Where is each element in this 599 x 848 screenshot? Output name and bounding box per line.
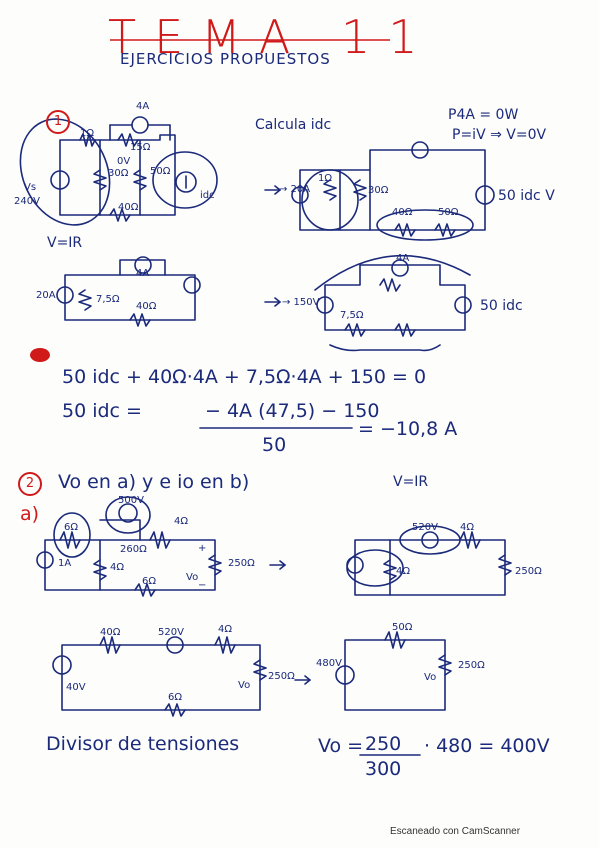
ex1-label-4a-b: 4A bbox=[136, 268, 150, 279]
ex2-label-4ohm-e: 4Ω bbox=[218, 624, 233, 635]
ex2-label-6ohm: 6Ω bbox=[64, 522, 79, 533]
ex1-badge: 1 bbox=[46, 110, 70, 134]
ex2-label-plus: + bbox=[198, 543, 207, 554]
ex1-circuit-step3 bbox=[264, 254, 472, 352]
ex1-label-50ohm-b: 50Ω bbox=[438, 207, 459, 218]
page-title: TEMA 11 bbox=[108, 10, 436, 64]
ex1-equation-2-den: 50 bbox=[262, 434, 287, 456]
ex2-label-250ohm: 250Ω bbox=[228, 558, 255, 569]
ex1-equation-2-num: − 4A (47,5) − 150 bbox=[205, 400, 380, 422]
ex1-label-idc: idc bbox=[200, 190, 215, 201]
ex2-part-a: a) bbox=[20, 503, 40, 525]
ex2-label-260ohm: 260Ω bbox=[120, 544, 147, 555]
ex2-label-250ohm-d: 250Ω bbox=[458, 660, 485, 671]
ex2-circuit-step1 bbox=[346, 525, 512, 596]
ex2-label-vo: Vo bbox=[186, 572, 199, 583]
ex2-label-6ohm-b: 6Ω bbox=[142, 576, 157, 587]
ex1-label-40ohm: 40Ω bbox=[118, 202, 139, 213]
ex1-note-vir: V=IR bbox=[47, 235, 83, 251]
ex2-label-4ohm-b: 4Ω bbox=[110, 562, 125, 573]
ex2-circuit-step2 bbox=[52, 636, 311, 717]
ex1-red-mark bbox=[30, 348, 50, 362]
ex2-label-40ohm: 40Ω bbox=[100, 627, 121, 638]
ex1-label-7-5ohm-b: 7,5Ω bbox=[340, 310, 364, 321]
ex2-divisor-den: 300 bbox=[365, 758, 402, 780]
ex1-label-4a-c: 4A bbox=[396, 253, 410, 264]
ex2-label-6ohm-c: 6Ω bbox=[168, 692, 183, 703]
ex1-step-arrow1: → 20A bbox=[279, 184, 311, 195]
ex2-circuit-original bbox=[36, 496, 286, 597]
ex2-label-4ohm-c: 4Ω bbox=[460, 522, 475, 533]
ex1-note-calcula: Calcula idc bbox=[255, 117, 332, 133]
ex1-label-0v: 0V bbox=[117, 156, 131, 167]
ex1-step-arrow2: → 150V bbox=[282, 297, 320, 308]
scanner-watermark: Escaneado con CamScanner bbox=[390, 826, 521, 837]
ex1-label-40ohm-b: 40Ω bbox=[392, 207, 413, 218]
ex2-label-480v: 480V bbox=[316, 658, 342, 669]
ex2-label-520v: 520V bbox=[412, 522, 438, 533]
ex2-label-minus: − bbox=[198, 580, 207, 591]
ex1-circuit-step2 bbox=[56, 256, 201, 327]
ex2-label-1a: 1A bbox=[58, 558, 72, 569]
ex2-label-40v: 40V bbox=[66, 682, 86, 693]
ex1-equation-2-lhs: 50 idc = bbox=[62, 400, 142, 422]
ex2-divisor-lhs: Vo = bbox=[318, 735, 364, 757]
ex2-divisor-label: Divisor de tensiones bbox=[46, 733, 240, 755]
ex1-label-40ohm-c: 40Ω bbox=[136, 301, 157, 312]
ex2-heading: Vo en a) y e io en b) bbox=[58, 471, 250, 493]
ex2-label-250ohm-c: 250Ω bbox=[268, 671, 295, 682]
ex1-label-50ohm: 50Ω bbox=[150, 166, 171, 177]
ex2-label-50ohm: 50Ω bbox=[392, 622, 413, 633]
page-subtitle: EJERCICIOS PROPUESTOS bbox=[120, 50, 331, 68]
ex1-label-1ohm: 1Ω bbox=[80, 128, 95, 139]
ex1-circuit-step1 bbox=[264, 141, 495, 241]
ex1-label-4a: 4A bbox=[136, 101, 150, 112]
ex2-label-4ohm-d: 4Ω bbox=[396, 566, 411, 577]
ex2-divisor-rhs: · 480 = 400V bbox=[424, 735, 550, 757]
ex1-label-15ohm: 15Ω bbox=[130, 142, 151, 153]
ex1-label-240v: 240V bbox=[14, 196, 40, 207]
ex2-circuit-step3 bbox=[335, 631, 452, 711]
ex2-label-250ohm-b: 250Ω bbox=[515, 566, 542, 577]
ex1-label-vs-name: Vs bbox=[24, 182, 37, 193]
ex1-equation-1: 50 idc + 40Ω·4A + 7,5Ω·4A + 150 = 0 bbox=[62, 366, 427, 388]
ex2-label-vo-b: Vo bbox=[238, 680, 251, 691]
ex1-label-1ohm-b: 1Ω bbox=[318, 173, 333, 184]
ex1-note-power: P4A = 0W bbox=[448, 107, 519, 123]
ex2-label-500v: 500V bbox=[118, 495, 144, 506]
ex2-label-520v-b: 520V bbox=[158, 627, 184, 638]
ex2-badge: 2 bbox=[18, 472, 42, 496]
ex1-label-50idc: 50 idc bbox=[480, 298, 523, 314]
ex2-label-vo-c: Vo bbox=[424, 672, 437, 683]
ex1-label-30ohm-b: 30Ω bbox=[368, 185, 389, 196]
ex2-label-4ohm: 4Ω bbox=[174, 516, 189, 527]
ex1-label-50idc-v: 50 idc V bbox=[498, 188, 555, 204]
ex1-label-20a: 20A bbox=[36, 290, 56, 301]
ex1-circuit-original bbox=[19, 116, 218, 226]
ex1-label-7-5ohm: 7,5Ω bbox=[96, 294, 120, 305]
ex2-divisor-num: 250 bbox=[365, 733, 402, 755]
ex1-note-formula: P=iV ⇒ V=0V bbox=[452, 127, 547, 143]
ex1-equation-2-result: = −10,8 A bbox=[358, 418, 458, 440]
ex2-note-vir: V=IR bbox=[393, 474, 429, 490]
ex1-label-30ohm: 30Ω bbox=[108, 168, 129, 179]
